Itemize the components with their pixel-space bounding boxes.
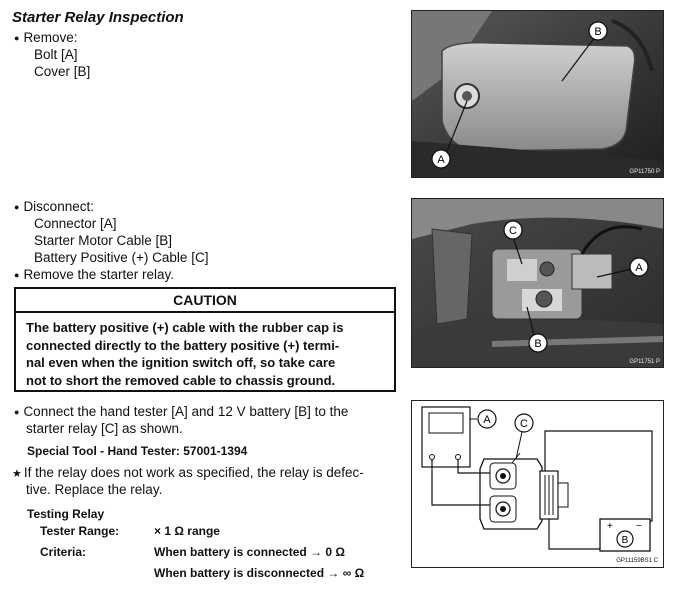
note-line-2: tive. Replace the relay.: [26, 482, 163, 497]
figure-code: GP11750 P: [629, 169, 660, 175]
svg-text:B: B: [534, 338, 541, 350]
figure-code: GP11159BS1 C: [616, 558, 658, 564]
svg-text:A: A: [437, 154, 445, 166]
disconnect-item-motor-cable: Starter Motor Cable [B]: [34, 233, 173, 248]
remove-item-cover: Cover [B]: [34, 64, 91, 79]
connect-step-line-2: starter relay [C] as shown.: [26, 421, 183, 436]
disconnect-item-connector: Connector [A]: [34, 216, 117, 231]
caution-box: CAUTION The battery positive (+) cable w…: [14, 287, 396, 392]
photo-starter-relay: C A B GP11751 P: [411, 198, 664, 368]
svg-text:A: A: [483, 414, 491, 426]
svg-text:B: B: [594, 26, 601, 38]
caution-heading: CAUTION: [16, 289, 394, 313]
disconnect-label: Disconnect:: [14, 198, 94, 217]
disconnect-item-positive-cable: Battery Positive (+) Cable [C]: [34, 250, 209, 265]
svg-text:B: B: [622, 535, 629, 546]
connect-step-line-1: Connect the hand tester [A] and 12 V bat…: [14, 403, 348, 422]
svg-text:C: C: [520, 418, 528, 430]
section-title: Starter Relay Inspection: [12, 9, 184, 26]
svg-text:+: +: [607, 521, 613, 532]
figure-code: GP11751 P: [629, 359, 660, 365]
photo-cover-bolt: A B GP11750 P: [411, 10, 664, 178]
remove-item-bolt: Bolt [A]: [34, 47, 78, 62]
criteria-connected: When battery is connected → 0 Ω: [154, 545, 345, 559]
callout-a: A: [431, 149, 451, 169]
starter-relay: [479, 458, 569, 530]
callout-a: A: [629, 257, 649, 277]
battery: + − B: [599, 518, 651, 552]
caution-text: The battery positive (+) cable with the …: [26, 320, 344, 388]
criteria-label: Criteria:: [40, 545, 87, 559]
callout-c: C: [514, 413, 534, 460]
tester-range-value: × 1 Ω range: [154, 524, 220, 538]
svg-text:C: C: [509, 225, 517, 237]
criteria-disconnected: When battery is disconnected → ∞ Ω: [154, 566, 365, 580]
remove-relay-step: Remove the starter relay.: [14, 266, 174, 285]
tester-range-label: Tester Range:: [40, 524, 120, 538]
testing-heading: Testing Relay: [27, 507, 105, 521]
note-line-1: If the relay does not work as specified,…: [12, 464, 364, 483]
callout-b: B: [528, 333, 548, 353]
callout-a: A: [477, 409, 497, 429]
svg-text:A: A: [635, 262, 643, 274]
callout-b: B: [588, 21, 608, 41]
callout-c: C: [503, 220, 523, 240]
svg-text:−: −: [636, 521, 642, 532]
special-tool: Special Tool - Hand Tester: 57001-1394: [27, 444, 248, 458]
wiring-diagram: A C + −: [411, 400, 664, 568]
remove-label: Remove:: [14, 29, 77, 48]
